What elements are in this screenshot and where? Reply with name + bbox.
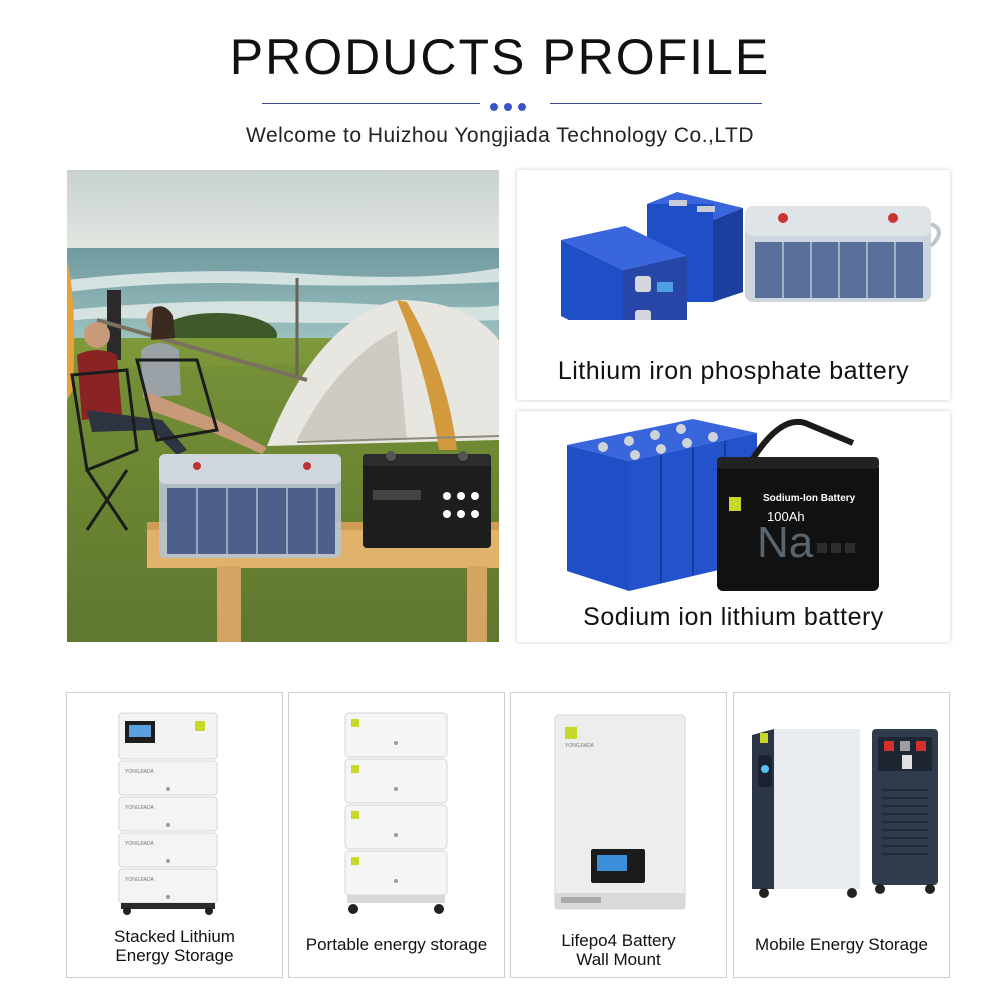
wall-mount-battery-image: YONGJIADA	[554, 714, 686, 910]
title-divider-left	[262, 103, 480, 104]
product-card-mobile-storage[interactable]: Mobile Energy Storage	[733, 692, 950, 978]
camping-scene-photo	[67, 170, 499, 642]
product-label: Stacked Lithium Energy Storage	[114, 927, 235, 965]
product-label: Portable energy storage	[305, 935, 488, 954]
wall-brand-text: YONGJIADA	[565, 743, 595, 749]
product-label: Mobile Energy Storage	[755, 935, 928, 954]
page-subtitle: Welcome to Huizhou Yongjiada Technology …	[246, 124, 754, 147]
lfp-battery-image	[561, 192, 941, 320]
portable-storage-image	[344, 712, 448, 914]
title-divider-right	[550, 103, 762, 104]
stacked-storage-image: YONGJIADA YONGJIADA YONGJIADA YONGJIADA	[118, 712, 218, 915]
sodium-battery-image: Sodium-Ion Battery 100Ah Na	[567, 418, 879, 591]
battery-capacity-text: 100Ah	[767, 509, 805, 524]
card-sodium-ion[interactable]: Sodium-Ion Battery 100Ah Na Sodium ion l…	[517, 411, 950, 642]
module-brand-text: YONGJIADA	[125, 877, 155, 883]
mobile-storage-image	[752, 729, 938, 898]
card-lithium-iron-phosphate[interactable]: Lithium iron phosphate battery	[517, 170, 950, 400]
sodium-symbol-text: Na	[757, 518, 814, 567]
card-label: Lithium iron phosphate battery	[557, 357, 910, 385]
page-title: PRODUCTS PROFILE	[229, 29, 771, 85]
product-label: Lifepo4 Battery Wall Mount	[561, 931, 676, 969]
module-brand-text: YONGJIADA	[125, 841, 155, 847]
product-card-stacked-storage[interactable]: YONGJIADA YONGJIADA YONGJIADA YONGJIADA …	[66, 692, 283, 978]
battery-type-text: Sodium-Ion Battery	[763, 493, 856, 504]
card-label: Sodium ion lithium battery	[583, 603, 884, 631]
product-card-wall-mount[interactable]: YONGJIADA Lifepo4 Battery Wall Mount	[510, 692, 727, 978]
module-brand-text: YONGJIADA	[125, 805, 155, 811]
title-divider-dots	[490, 98, 540, 111]
module-brand-text: YONGJIADA	[125, 769, 155, 775]
product-card-portable-storage[interactable]: Portable energy storage	[288, 692, 505, 978]
